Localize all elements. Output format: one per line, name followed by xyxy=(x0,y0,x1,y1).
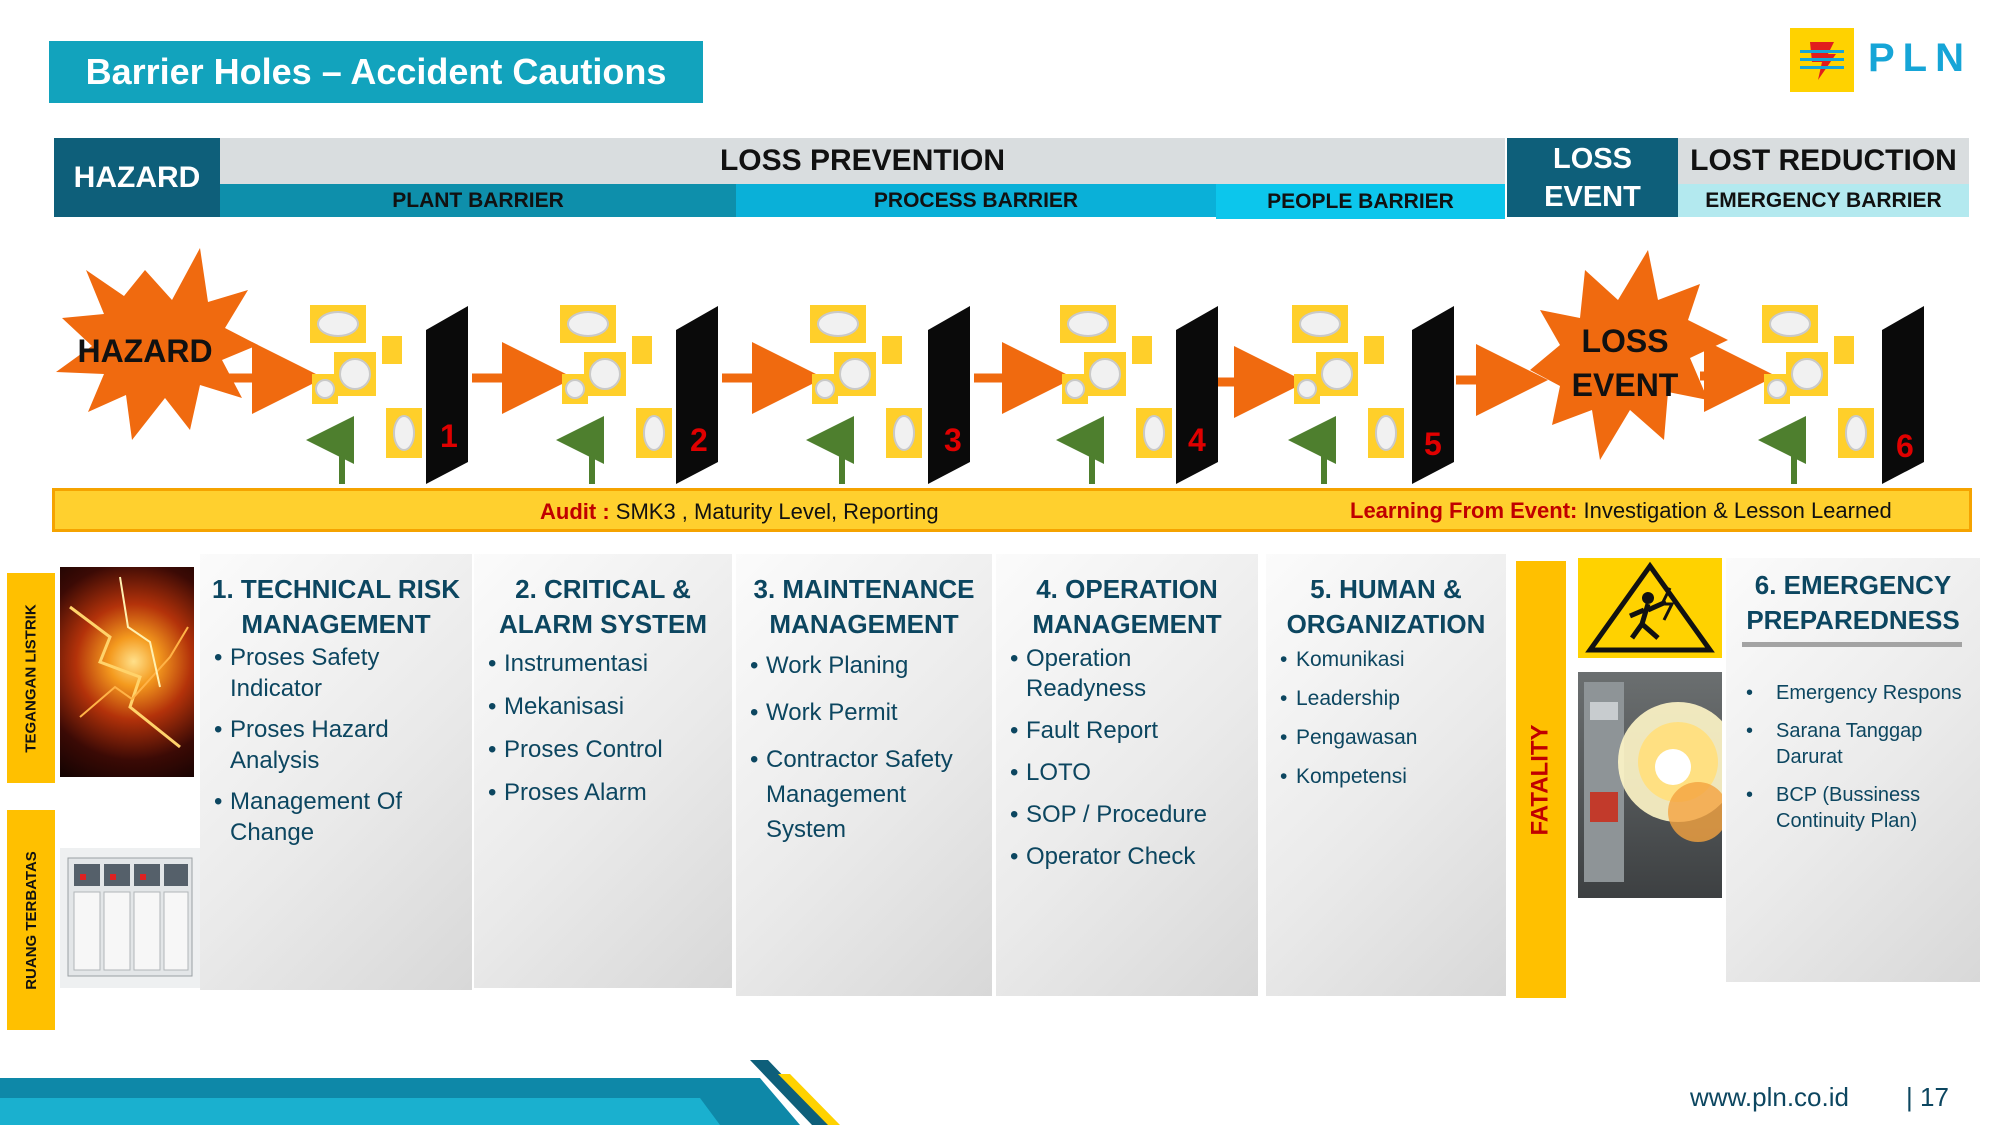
side-tag-fatality: FATALITY xyxy=(1516,561,1566,998)
barrier-number-4: 4 xyxy=(1188,422,1206,458)
barrier-layer-1 xyxy=(306,305,468,484)
learning-label: Learning From Event: xyxy=(1350,498,1578,523)
barrier-layer-6 xyxy=(1758,305,1924,484)
header-loss-event-line1: LOSS xyxy=(1553,142,1632,175)
card-list: Emergency Respons Sarana Tanggap Darurat… xyxy=(1746,680,1966,834)
pln-logo: PLN xyxy=(1790,28,1980,94)
card-human-organization: 5. HUMAN & ORGANIZATION Komunikasi Leade… xyxy=(1266,554,1506,996)
list-item: Sarana Tanggap Darurat xyxy=(1746,718,1966,770)
card-list: Operation Readyness Fault Report LOTO SO… xyxy=(1010,644,1250,872)
card-technical-risk-management: 1. TECHNICAL RISK MANAGEMENT Proses Safe… xyxy=(200,554,472,990)
list-item: BCP (Bussiness Continuity Plan) xyxy=(1746,782,1966,834)
card-maintenance-management: 3. MAINTENANCE MANAGEMENT Work Planing W… xyxy=(736,554,992,996)
card-title: 5. HUMAN & ORGANIZATION xyxy=(1286,574,1486,639)
loss-event-label-line2: EVENT xyxy=(1572,367,1679,403)
header-loss-prevention: LOSS PREVENTION xyxy=(220,138,1505,184)
header-emergency-barrier: EMERGENCY BARRIER xyxy=(1678,184,1969,217)
card-list: Instrumentasi Mekanisasi Proses Control … xyxy=(488,642,718,814)
list-item: Management Of Change xyxy=(214,786,454,848)
header-loss-event-line2: EVENT xyxy=(1544,180,1641,213)
audit-text: Audit : SMK3 , Maturity Level, Reporting xyxy=(540,499,939,525)
footer-wave-decoration xyxy=(0,1060,840,1125)
logo-text: PLN xyxy=(1868,36,1972,80)
header-hazard: HAZARD xyxy=(54,138,220,217)
audit-label: Audit : xyxy=(540,499,610,524)
list-item: Work Planing xyxy=(750,648,986,683)
card-title: 3. MAINTENANCE MANAGEMENT xyxy=(753,574,975,639)
card-operation-management: 4. OPERATION MANAGEMENT Operation Readyn… xyxy=(996,554,1258,996)
electric-spark-image xyxy=(60,567,194,777)
barrier-number-2: 2 xyxy=(690,422,708,458)
list-item: LOTO xyxy=(1010,758,1250,788)
header-loss-event: LOSS EVENT xyxy=(1507,138,1678,217)
audit-bar: Audit : SMK3 , Maturity Level, Reporting… xyxy=(52,488,1972,532)
audit-detail: SMK3 , Maturity Level, Reporting xyxy=(609,499,939,524)
slide-title: Barrier Holes – Accident Cautions xyxy=(49,41,703,103)
page-number: | 17 xyxy=(1906,1082,1949,1112)
list-item: Work Permit xyxy=(750,695,986,730)
barrier-flow-diagram: HAZARD LOSS EVENT xyxy=(56,248,1924,484)
list-item: Proses Hazard Analysis xyxy=(214,714,454,776)
list-item: Komunikasi xyxy=(1280,640,1500,679)
list-item: Instrumentasi xyxy=(488,642,718,685)
barrier-layer-3 xyxy=(806,305,970,484)
card-title: 4. OPERATION MANAGEMENT xyxy=(1032,574,1222,639)
list-item: Leadership xyxy=(1280,679,1500,718)
list-item: Proses Control xyxy=(488,728,718,771)
list-item: Fault Report xyxy=(1010,716,1250,746)
list-item: Pengawasan xyxy=(1280,718,1500,757)
loss-event-starburst-icon xyxy=(1530,250,1728,460)
card-title: 2. CRITICAL & ALARM SYSTEM xyxy=(499,574,707,639)
footer-url[interactable]: www.pln.co.id xyxy=(1690,1082,1849,1112)
list-item: Mekanisasi xyxy=(488,685,718,728)
card-divider xyxy=(1742,642,1962,647)
barrier-layer-4 xyxy=(1056,305,1218,484)
loss-event-label-line1: LOSS xyxy=(1581,323,1668,359)
barrier-layer-2 xyxy=(556,305,718,484)
card-list: Work Planing Work Permit Contractor Safe… xyxy=(750,648,986,847)
list-item: Proses Safety Indicator xyxy=(214,642,454,704)
list-item: SOP / Procedure xyxy=(1010,800,1250,830)
card-critical-alarm-system: 2. CRITICAL & ALARM SYSTEM Instrumentasi… xyxy=(474,554,732,988)
list-item: Emergency Respons xyxy=(1746,680,1966,706)
hazard-starburst-icon xyxy=(56,248,258,440)
list-item: Contractor Safety Management System xyxy=(750,742,986,847)
header-process-barrier: PROCESS BARRIER xyxy=(736,184,1216,217)
electrical-hazard-sign-image xyxy=(1578,558,1722,658)
barrier-number-5: 5 xyxy=(1424,426,1442,462)
pln-lightning-logo-icon xyxy=(1790,28,1854,92)
switchgear-explosion-image xyxy=(1578,672,1738,898)
card-emergency-preparedness: 6. EMERGENCY PREPAREDNESS Emergency Resp… xyxy=(1726,558,1980,982)
barrier-number-6: 6 xyxy=(1896,428,1914,464)
hazard-label: HAZARD xyxy=(77,333,212,369)
switchgear-image xyxy=(60,848,200,988)
header-people-barrier: PEOPLE BARRIER xyxy=(1216,184,1505,219)
side-tag-ruang-terbatas: RUANG TERBATAS xyxy=(7,810,55,1030)
card-list: Komunikasi Leadership Pengawasan Kompete… xyxy=(1280,640,1500,796)
learning-text: Learning From Event: Investigation & Les… xyxy=(1350,498,1892,524)
card-title: 1. TECHNICAL RISK MANAGEMENT xyxy=(212,574,460,639)
barrier-layer-5 xyxy=(1288,305,1454,484)
list-item: Operator Check xyxy=(1010,842,1250,872)
list-item: Proses Alarm xyxy=(488,771,718,814)
list-item: Kompetensi xyxy=(1280,757,1500,796)
barrier-number-3: 3 xyxy=(944,422,962,458)
card-title: 6. EMERGENCY PREPAREDNESS xyxy=(1746,570,1960,635)
card-list: Proses Safety Indicator Proses Hazard An… xyxy=(214,642,454,848)
barrier-number-1: 1 xyxy=(440,418,458,454)
header-lost-reduction: LOST REDUCTION xyxy=(1678,138,1969,184)
side-tag-tegangan-listrik: TEGANGAN LISTRIK xyxy=(7,573,55,783)
list-item: Operation Readyness xyxy=(1010,644,1250,704)
header-plant-barrier: PLANT BARRIER xyxy=(220,184,736,217)
learning-detail: Investigation & Lesson Learned xyxy=(1577,498,1892,523)
